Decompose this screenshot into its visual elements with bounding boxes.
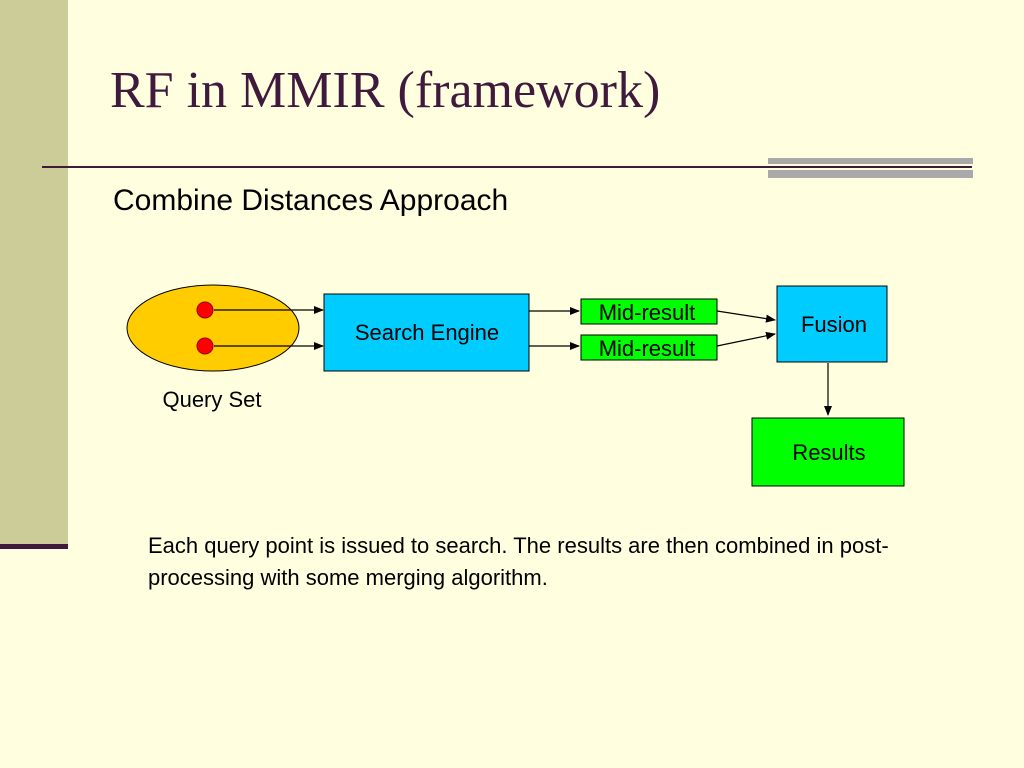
search-engine-box — [323, 293, 530, 372]
caption-text: Each query point is issued to search. Th… — [148, 533, 889, 590]
title-divider-gray-bottom — [768, 170, 973, 178]
left-bar-accent-line — [0, 544, 68, 549]
fusion-label: Fusion — [801, 312, 867, 337]
title-divider-gray-top — [768, 158, 973, 164]
mid-result-box-1 — [580, 298, 718, 325]
arrow-mid2-to-fusion — [716, 331, 776, 347]
arrow-mid1-to-fusion — [716, 310, 776, 323]
slide-title: RF in MMIR (framework) — [110, 62, 661, 119]
query-set-ellipse — [126, 284, 300, 372]
mid-result-label-2: Mid-result — [599, 336, 696, 361]
query-set-label: Query Set — [162, 387, 261, 412]
search-engine-label: Search Engine — [355, 320, 499, 345]
query-point-1 — [196, 301, 214, 319]
left-decorative-bar — [0, 0, 68, 546]
slide-subtitle: Combine Distances Approach — [113, 184, 509, 217]
mid-result-label-1: Mid-result — [599, 300, 696, 325]
mid-result-box-2 — [580, 334, 718, 361]
results-label: Results — [792, 440, 865, 465]
results-box — [751, 417, 905, 487]
title-divider — [42, 166, 972, 168]
query-point-2 — [196, 337, 214, 355]
fusion-box — [776, 285, 888, 363]
